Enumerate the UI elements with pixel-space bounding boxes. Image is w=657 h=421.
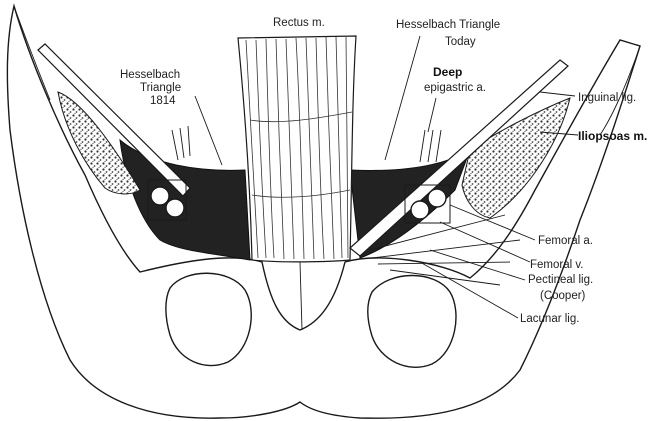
- label-deep-epigastric-l1: Deep: [433, 65, 462, 79]
- label-deep-epigastric-l2: epigastric a.: [424, 82, 486, 94]
- left-deep-epigastric-vessels: [172, 126, 190, 160]
- label-hesselbach-1814-l2: Triangle: [140, 82, 181, 94]
- label-femoral-v: Femoral v.: [530, 259, 583, 271]
- midline: [300, 262, 302, 330]
- leader-inguinal-lig: [540, 92, 575, 96]
- left-obturator-foramen: [166, 273, 251, 365]
- leader-hesselbach-today: [385, 36, 420, 160]
- label-iliopsoas: Iliopsoas m.: [578, 129, 647, 143]
- rectus-muscle: [238, 36, 356, 262]
- right-deep-epigastric-vessels: [420, 130, 441, 162]
- leader-deep-epigastric: [428, 98, 436, 132]
- label-hesselbach-today-l1: Hesselbach Triangle: [396, 19, 500, 31]
- label-pectineal-l1: Pectineal lig.: [528, 274, 593, 286]
- label-femoral-a: Femoral a.: [538, 235, 593, 247]
- label-hesselbach-1814-l1: Hesselbach: [120, 69, 180, 81]
- label-inguinal-lig: Inguinal lig.: [578, 92, 636, 104]
- label-pectineal-l2: (Cooper): [540, 290, 586, 302]
- label-hesselbach-1814-l3: 1814: [150, 95, 176, 107]
- leader-hesselbach-1814: [195, 96, 222, 165]
- dark-posterior-wall: [120, 140, 250, 260]
- label-rectus: Rectus m.: [273, 17, 325, 29]
- label-lacunar: Lacunar lig.: [520, 313, 579, 325]
- label-hesselbach-today-l2: Today: [445, 36, 476, 48]
